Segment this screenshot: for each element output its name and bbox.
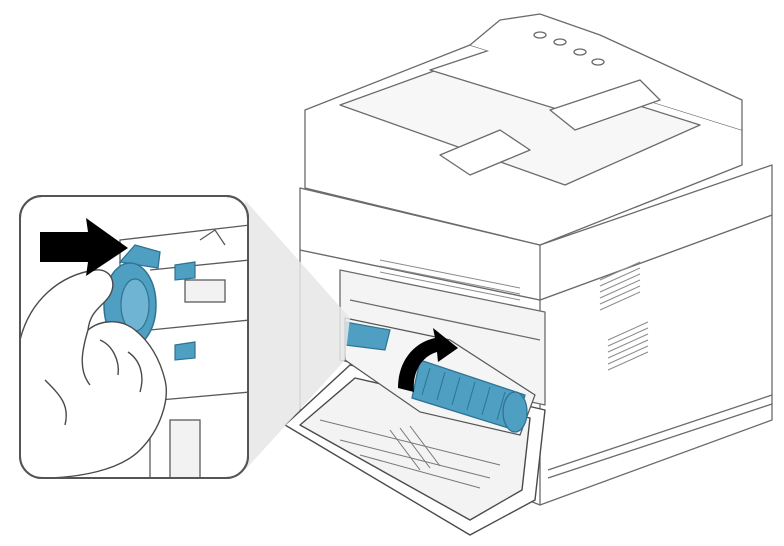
zoom-rays <box>245 200 350 470</box>
fuser-unit <box>344 317 536 436</box>
hand-icon <box>20 269 167 478</box>
push-arrow-icon <box>40 218 128 276</box>
rotate-arrow-icon <box>398 328 458 392</box>
zoom-inset <box>19 195 249 479</box>
